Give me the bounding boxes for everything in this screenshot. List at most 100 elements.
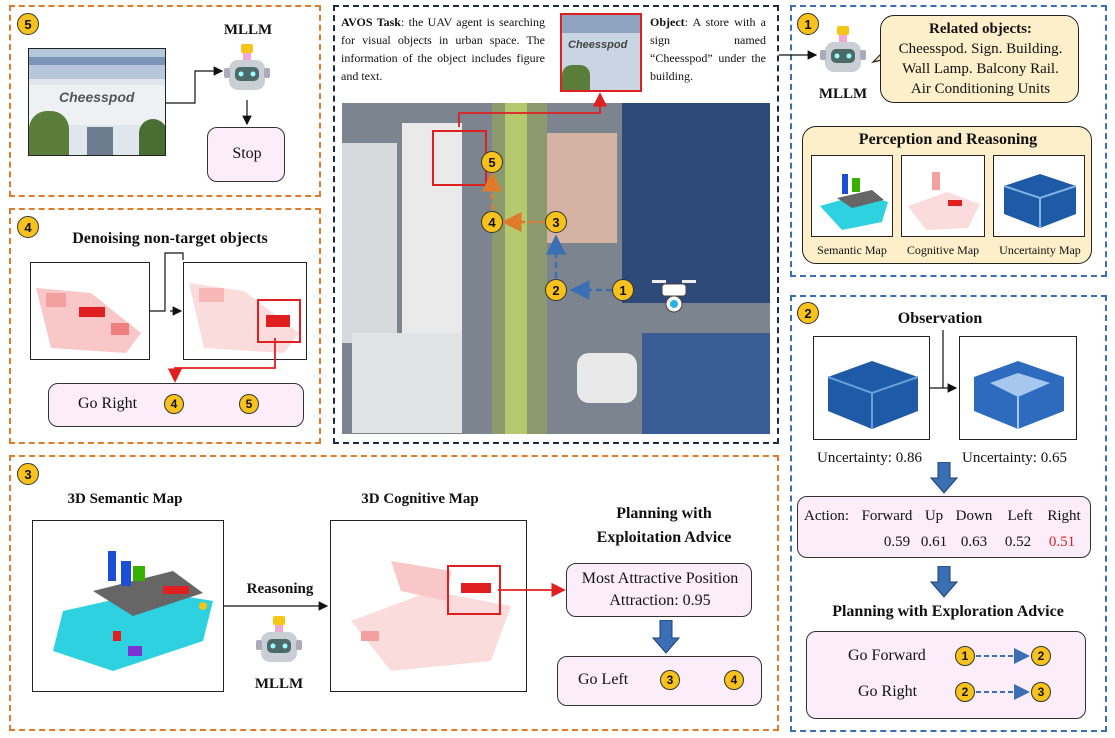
cognitive-map-3d: [330, 520, 527, 692]
node-3-badge: 3: [660, 670, 680, 690]
panel-1: [790, 5, 1107, 277]
object-label: Object: [650, 15, 685, 29]
exploitation-title-1: Planning with: [616, 505, 712, 522]
down-arrow-2b: [929, 565, 959, 603]
action-down: Down: [955, 508, 993, 524]
value-right: 0.51: [1048, 534, 1076, 550]
stop-box: Stop: [207, 127, 285, 182]
related-line-3: Air Conditioning Units: [910, 81, 1051, 97]
stop-label: Stop: [232, 145, 262, 162]
robot-icon-3: [256, 616, 302, 672]
route-node-1: 1: [612, 279, 634, 301]
object-sign-text: Cheesspod: [568, 39, 628, 51]
badge-2: 2: [797, 302, 819, 324]
observation-right: [959, 336, 1077, 440]
uncertainty-right: Uncertainty: 0.65: [962, 450, 1067, 466]
panel-4: [9, 208, 321, 444]
plan2-from-badge: 2: [955, 682, 975, 702]
cognitive-map-denoised: [183, 262, 307, 360]
reasoning-label: Reasoning: [246, 581, 314, 597]
target-highlight-box: [257, 299, 301, 343]
store-sign-text: Cheesspod: [59, 89, 135, 105]
badge-4: 4: [17, 216, 39, 238]
cognitive-map-title: 3D Cognitive Map: [361, 491, 479, 507]
plan2-to-badge: 3: [1031, 682, 1051, 702]
plan1-from-badge: 1: [955, 646, 975, 666]
value-down: 0.63: [960, 534, 988, 550]
route-node-4: 4: [481, 211, 503, 233]
value-up: 0.61: [920, 534, 948, 550]
cognitive-map-noisy: [30, 262, 150, 360]
aerial-view: [342, 103, 770, 434]
perception-box: Perception and Reasoning Semantic Map Co…: [802, 126, 1092, 264]
drone-icon: [650, 276, 698, 321]
plan1-to-badge: 2: [1031, 646, 1051, 666]
go-forward-label: Go Forward: [848, 647, 926, 664]
observation-left: [813, 336, 930, 440]
route-node-5: 5: [481, 151, 503, 173]
node-5-badge: 5: [239, 394, 259, 414]
attractive-line-1: Most Attractive Position: [581, 570, 739, 587]
value-left: 0.52: [1004, 534, 1032, 550]
mllm-label-5: MLLM: [223, 22, 273, 38]
mllm-label-3: MLLM: [254, 676, 304, 692]
uncertainty-left: Uncertainty: 0.86: [817, 450, 922, 466]
panel-2: [790, 295, 1107, 732]
uncertainty-map-thumb: [993, 155, 1085, 237]
exploration-title: Planning with Exploration Advice: [832, 603, 1064, 620]
task-label: AVOS Task: [341, 15, 401, 29]
store-photo: Cheesspod: [28, 48, 166, 156]
attractive-line-2: Attraction: 0.95: [609, 592, 711, 609]
observation-title: Observation: [897, 310, 983, 327]
object-text: : A store with a sign named “Cheesspod” …: [650, 15, 766, 83]
robot-icon-1: [820, 26, 866, 82]
action-table: Action: Forward Up Down Left Right 0.59 …: [797, 496, 1091, 558]
map-caption-cognitive: Cognitive Map: [906, 243, 980, 257]
badge-1: 1: [797, 13, 819, 35]
map-caption-semantic: Semantic Map: [817, 243, 887, 257]
action-up: Up: [924, 508, 944, 524]
value-forward: 0.59: [883, 534, 911, 550]
related-line-1: Cheesspod. Sign. Building.: [898, 41, 1063, 57]
center-panel: [333, 5, 779, 444]
semantic-map-title: 3D Semantic Map: [67, 491, 183, 507]
down-arrow-3: [651, 619, 681, 659]
semantic-map-thumb: [811, 155, 893, 237]
exploitation-title-2: Exploitation Advice: [596, 529, 732, 546]
object-description: Object: A store with a sign named “Chees…: [650, 13, 766, 85]
related-line-2: Wall Lamp. Balcony Rail.: [902, 61, 1059, 77]
task-description: AVOS Task: the UAV agent is searching fo…: [341, 13, 545, 85]
badge-3: 3: [17, 463, 39, 485]
go-right-label-2: Go Right: [858, 683, 918, 700]
action-label: Action:: [804, 508, 849, 524]
object-thumbnail: Cheesspod: [560, 13, 642, 92]
mllm-label-1: MLLM: [818, 86, 868, 102]
node-4-badge: 4: [164, 394, 184, 414]
action-forward: Forward: [861, 508, 913, 524]
related-title: Related objects:: [929, 21, 1032, 37]
route-node-3: 3: [545, 211, 567, 233]
attractive-position-box-text: Most Attractive Position Attraction: 0.9…: [566, 563, 752, 617]
robot-icon-5: [224, 44, 270, 100]
semantic-map-3d: [32, 520, 224, 692]
node-4-badge-b: 4: [724, 670, 744, 690]
down-arrow-2a: [929, 461, 959, 499]
action-right: Right: [1047, 508, 1081, 524]
related-objects-bubble: Related objects: Cheesspod. Sign. Buildi…: [880, 15, 1079, 103]
go-left-label: Go Left: [578, 671, 629, 688]
denoise-title: Denoising non-target objects: [72, 230, 268, 247]
route-node-2: 2: [545, 279, 567, 301]
perception-title: Perception and Reasoning: [858, 131, 1038, 148]
badge-5: 5: [17, 13, 39, 35]
go-right-label-4: Go Right: [78, 395, 138, 412]
task-text: : the UAV agent is searching for visual …: [341, 15, 545, 83]
panel-5: [9, 5, 321, 197]
panel-3: [9, 455, 779, 731]
exploration-plan-box: [806, 631, 1086, 719]
cognitive-map-thumb: [901, 155, 985, 237]
action-left: Left: [1007, 508, 1033, 524]
map-caption-uncertainty: Uncertainty Map: [999, 243, 1081, 257]
